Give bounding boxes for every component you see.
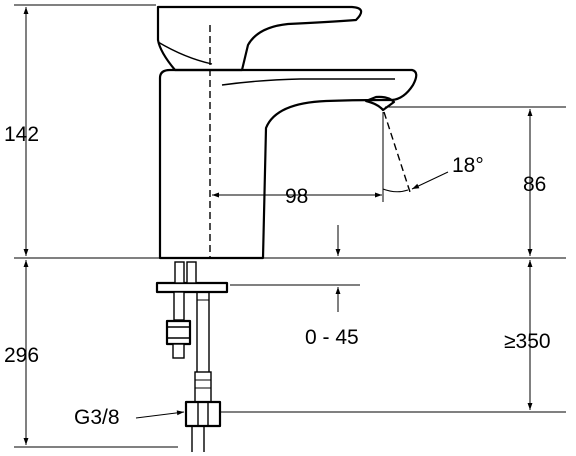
angle-arc <box>382 188 409 193</box>
label-deck-thickness: 0 - 45 <box>305 326 359 349</box>
label-spout-height: 86 <box>523 173 546 196</box>
aerator <box>364 95 396 112</box>
lever-handle <box>156 5 363 72</box>
mounting-stud-upper <box>174 261 185 284</box>
reference-lines <box>14 4 566 448</box>
dimension-lines <box>23 6 533 445</box>
spout-highlight <box>221 78 395 86</box>
underdeck-fittings <box>155 261 229 452</box>
handle-joint-curve <box>157 41 213 65</box>
label-body-height: 142 <box>4 123 39 146</box>
mounting-flange <box>155 281 229 294</box>
label-min-clearance: ≥350 <box>504 330 551 353</box>
hose-ferrule <box>194 371 212 403</box>
rod-end <box>172 343 185 359</box>
label-spout-angle: 18° <box>452 154 484 177</box>
label-spout-reach: 98 <box>285 185 308 208</box>
lock-nut <box>165 319 192 346</box>
threaded-rod <box>173 291 185 321</box>
connection-hex-nut <box>184 400 222 428</box>
label-base-height: 296 <box>4 344 39 367</box>
hose-upper <box>186 261 197 284</box>
angle-leader <box>411 171 449 190</box>
thread-leader <box>135 410 185 419</box>
flex-hose <box>196 292 210 372</box>
label-connection-thread: G3/8 <box>74 406 120 429</box>
faucet-body <box>156 5 418 260</box>
body-outline <box>158 68 418 260</box>
water-jet-line <box>383 111 411 193</box>
tail-pipe <box>191 426 205 452</box>
dimension-labels: 142 98 18° 86 0 - 45 296 ≥350 G3/8 <box>4 123 551 429</box>
